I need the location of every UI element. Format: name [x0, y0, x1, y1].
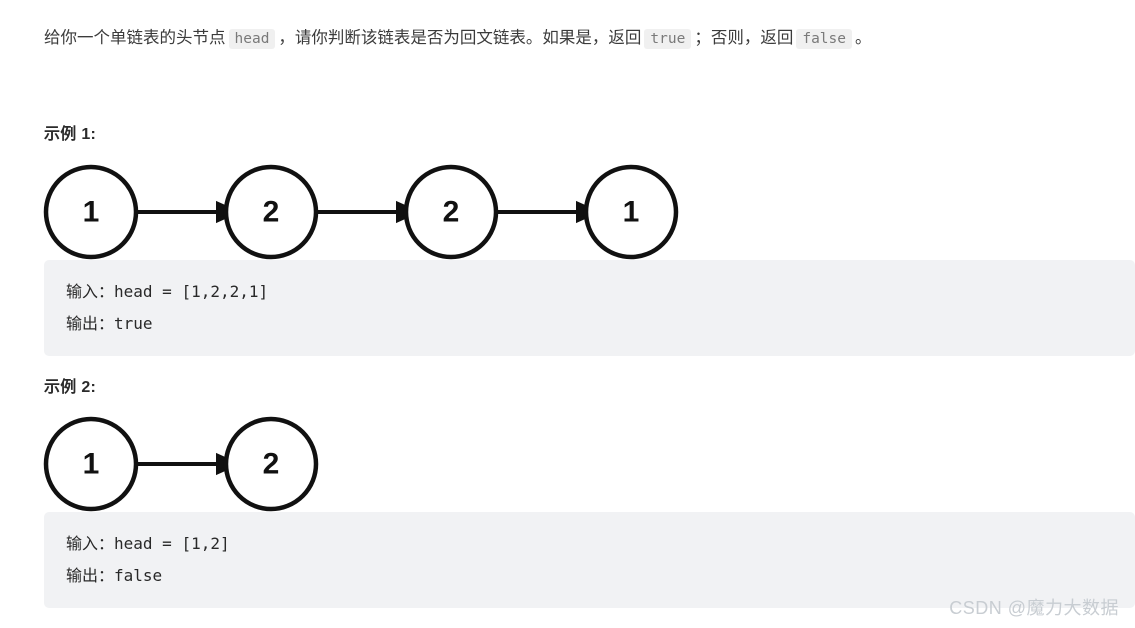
inline-code-head: head — [228, 29, 276, 49]
example-1-input-line: 输入：head = [1,2,2,1] — [66, 276, 1135, 308]
inline-code-false: false — [796, 29, 852, 49]
statement-text-part-4: 。 — [855, 29, 872, 47]
linked-list-arrows — [138, 452, 241, 476]
example-2-output-line: 输出：false — [66, 560, 1135, 592]
example-1-output-line: 输出：true — [66, 308, 1135, 340]
output-value-2: false — [114, 566, 163, 585]
example-1-heading: 示例 1: — [44, 126, 97, 143]
linked-list-arrows — [138, 200, 601, 224]
input-label-2: 输入： — [66, 536, 115, 553]
statement-text-part-1: 给你一个单链表的头节点 — [44, 29, 226, 47]
input-label-1: 输入： — [66, 284, 115, 301]
output-value-1: true — [114, 314, 153, 333]
output-label-2: 输出： — [66, 568, 115, 585]
statement-text-part-2: ，请你判断该链表是否为回文链表。如果是，返回 — [278, 29, 642, 47]
inline-code-true: true — [644, 29, 692, 49]
input-value-1: head = [1,2,2,1] — [114, 282, 269, 301]
node-value-2-1: 1 — [83, 448, 100, 481]
node-value-1-1: 1 — [83, 196, 100, 229]
node-value-1-2: 2 — [263, 196, 280, 229]
example-2-linked-list-diagram: 1 2 — [40, 412, 400, 512]
input-value-2: head = [1,2] — [114, 534, 230, 553]
example-2-code-block: 输入：head = [1,2] 输出：false — [44, 512, 1135, 608]
csdn-watermark: CSDN @魔力大数据 — [949, 598, 1119, 618]
example-2-heading: 示例 2: — [44, 379, 97, 396]
statement-text-part-3: ；否则，返回 — [694, 29, 794, 47]
node-value-1-4: 1 — [623, 196, 640, 229]
output-label-1: 输出： — [66, 316, 115, 333]
example-1-linked-list-diagram: 1 2 2 1 — [40, 160, 740, 260]
node-value-2-2: 2 — [263, 448, 280, 481]
example-1-code-block: 输入：head = [1,2,2,1] 输出：true — [44, 260, 1135, 356]
example-2-input-line: 输入：head = [1,2] — [66, 528, 1135, 560]
node-value-1-3: 2 — [443, 196, 460, 229]
